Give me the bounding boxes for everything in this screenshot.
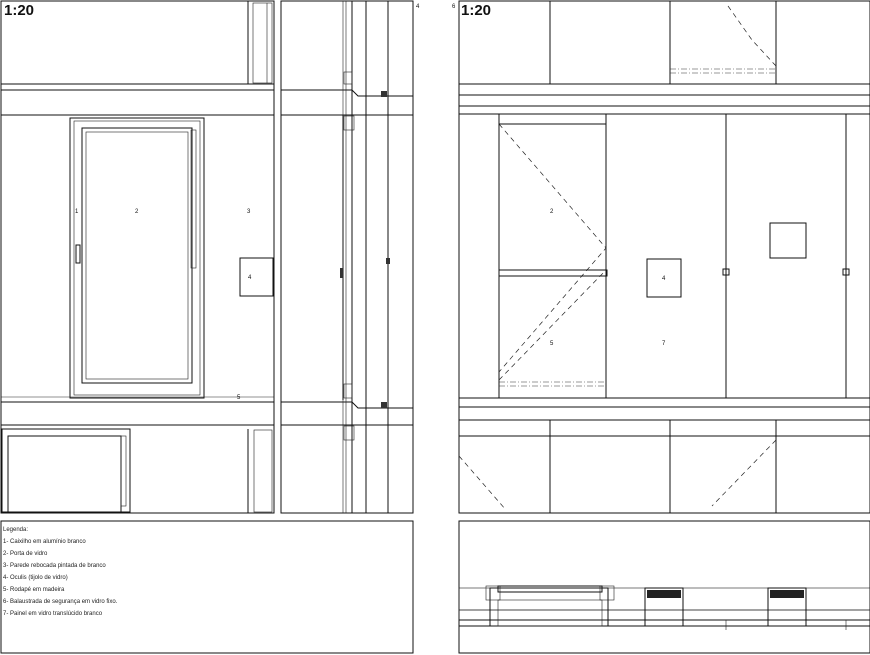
right-scale-label: 1:20 — [461, 2, 491, 19]
label-1: 1 — [75, 209, 79, 215]
oculus-square-right-2 — [769, 222, 807, 259]
door-handle — [75, 244, 81, 264]
handrail-bar — [498, 269, 608, 277]
right-label-2: 2 — [550, 209, 554, 215]
right-panel-number: 6 — [452, 4, 456, 10]
label-3: 3 — [247, 209, 251, 215]
section-lower-slab — [280, 401, 414, 426]
section-panel: 4 — [280, 0, 420, 514]
legend-item-2: 2- Porta de vidro — [3, 551, 48, 557]
section-number: 4 — [416, 4, 420, 10]
legend-panel: Legenda: 1- Caixilho em alumínio branco … — [0, 520, 414, 654]
right-label-5: 5 — [550, 341, 554, 347]
legend-item-4: 4- Oculis (tijolo de vidro) — [3, 575, 68, 581]
door-swing-upper — [498, 123, 607, 373]
upper-slab — [0, 89, 275, 116]
left-scale-label: 1:20 — [4, 2, 34, 19]
oculus-square-right — [646, 258, 682, 298]
legend-item-6: 6- Balaustrada de segurança em vidro fix… — [3, 599, 118, 605]
label-4: 4 — [248, 275, 252, 281]
legend-item-5: 5- Rodapé em madeira — [3, 587, 65, 593]
label-5: 5 — [237, 395, 241, 401]
legend-title: Legenda: — [3, 527, 28, 533]
left-elevation-panel: 1:20 1 2 3 4 5 — [0, 0, 275, 514]
right-label-7: 7 — [662, 341, 666, 347]
legend-item-7: 7- Painel em vidro translúcido branco — [3, 611, 103, 617]
glass-door — [69, 117, 205, 399]
lower-slab — [0, 401, 275, 426]
section-upper-slab — [280, 89, 414, 116]
legend-item-3: 3- Parede rebocada pintada de branco — [3, 563, 106, 569]
legend-item-1: 1- Caixilho em alumínio branco — [3, 539, 86, 545]
right-label-4: 4 — [662, 276, 666, 282]
oculus-square — [239, 257, 274, 297]
right-elevation-panel: 6 1:20 — [452, 0, 870, 514]
label-2: 2 — [135, 209, 139, 215]
plan-section-panel — [458, 520, 870, 654]
